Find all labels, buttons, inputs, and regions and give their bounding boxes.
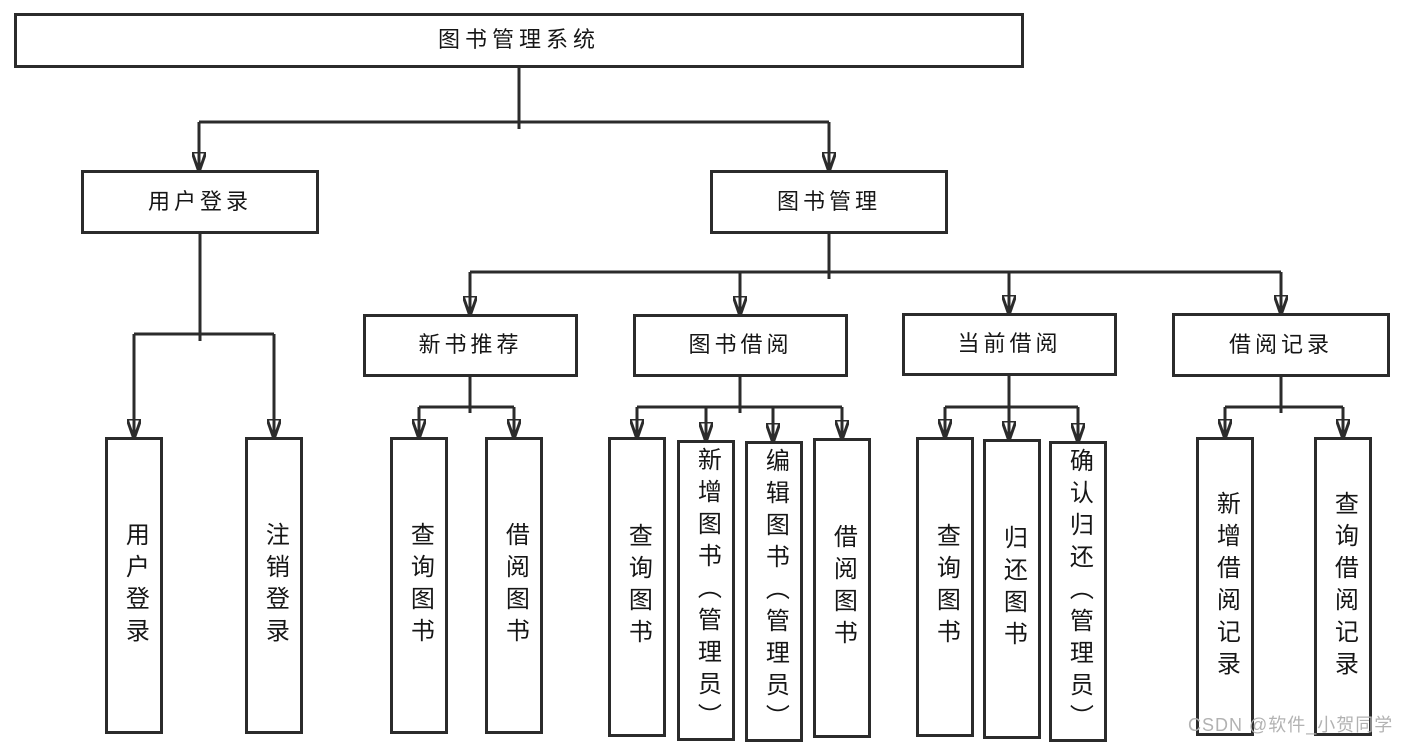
node-label: 当前借阅 — [957, 331, 1062, 357]
node-label: 借阅记录 — [1228, 331, 1333, 357]
node-leaf-return-books: 归还图书 — [983, 439, 1041, 739]
node-leaf-recommend-query-books: 查询图书 — [390, 437, 448, 734]
node-label: 编辑图书（管理员） — [761, 447, 789, 736]
node-label: 新增图书（管理员） — [693, 446, 721, 735]
node-label: 图书借阅 — [688, 332, 793, 358]
node-book-borrow: 图书借阅 — [633, 314, 848, 377]
connector-current-children — [945, 376, 1078, 441]
node-label: 图书管理 — [776, 188, 881, 214]
node-leaf-recommend-borrow-books: 借阅图书 — [485, 437, 543, 734]
node-book-management: 图书管理 — [710, 170, 948, 234]
node-leaf-user-login: 用户登录 — [105, 437, 163, 734]
connector-borrow-children — [637, 377, 842, 441]
node-leaf-query-borrow-record: 查询借阅记录 — [1314, 437, 1372, 736]
node-borrow-records: 借阅记录 — [1172, 313, 1390, 377]
node-leaf-logout: 注销登录 — [245, 437, 303, 734]
node-label: 查询借阅记录 — [1330, 490, 1358, 683]
node-label: 用户登录 — [147, 188, 252, 214]
node-label: 新书推荐 — [418, 332, 523, 358]
node-user-login: 用户登录 — [81, 170, 319, 234]
csdn-watermark: CSDN @软件_小贺同学 — [1188, 715, 1394, 735]
node-leaf-borrow-query-books: 查询图书 — [608, 437, 666, 737]
connector-root-to-level2 — [199, 68, 829, 170]
node-current-borrow: 当前借阅 — [902, 313, 1117, 376]
node-label: 借阅图书 — [829, 524, 857, 652]
connector-user-login-children — [134, 234, 274, 437]
node-leaf-current-query-books: 查询图书 — [916, 437, 974, 737]
node-label: 图书管理系统 — [437, 27, 600, 53]
node-label: 用户登录 — [121, 521, 149, 650]
node-label: 确认归还（管理员） — [1065, 447, 1093, 736]
node-label: 查询图书 — [406, 521, 434, 650]
connector-new-rec-children — [419, 377, 514, 437]
node-label: 查询图书 — [624, 523, 652, 651]
node-label: 查询图书 — [932, 523, 960, 651]
node-label: 新增借阅记录 — [1212, 490, 1240, 683]
connector-book-mgmt-children — [470, 234, 1281, 314]
node-leaf-add-borrow-record: 新增借阅记录 — [1196, 437, 1254, 736]
node-label: 借阅图书 — [501, 521, 529, 650]
connector-records-children — [1225, 377, 1343, 437]
node-book-management-system: 图书管理系统 — [14, 13, 1024, 68]
node-label: 归还图书 — [999, 525, 1027, 653]
node-new-book-recommend: 新书推荐 — [363, 314, 578, 377]
node-leaf-confirm-return-admin: 确认归还（管理员） — [1049, 441, 1107, 742]
node-leaf-borrow-books: 借阅图书 — [813, 438, 871, 738]
node-leaf-add-books-admin: 新增图书（管理员） — [677, 440, 735, 741]
node-leaf-edit-books-admin: 编辑图书（管理员） — [745, 441, 803, 742]
node-label: 注销登录 — [261, 521, 289, 650]
